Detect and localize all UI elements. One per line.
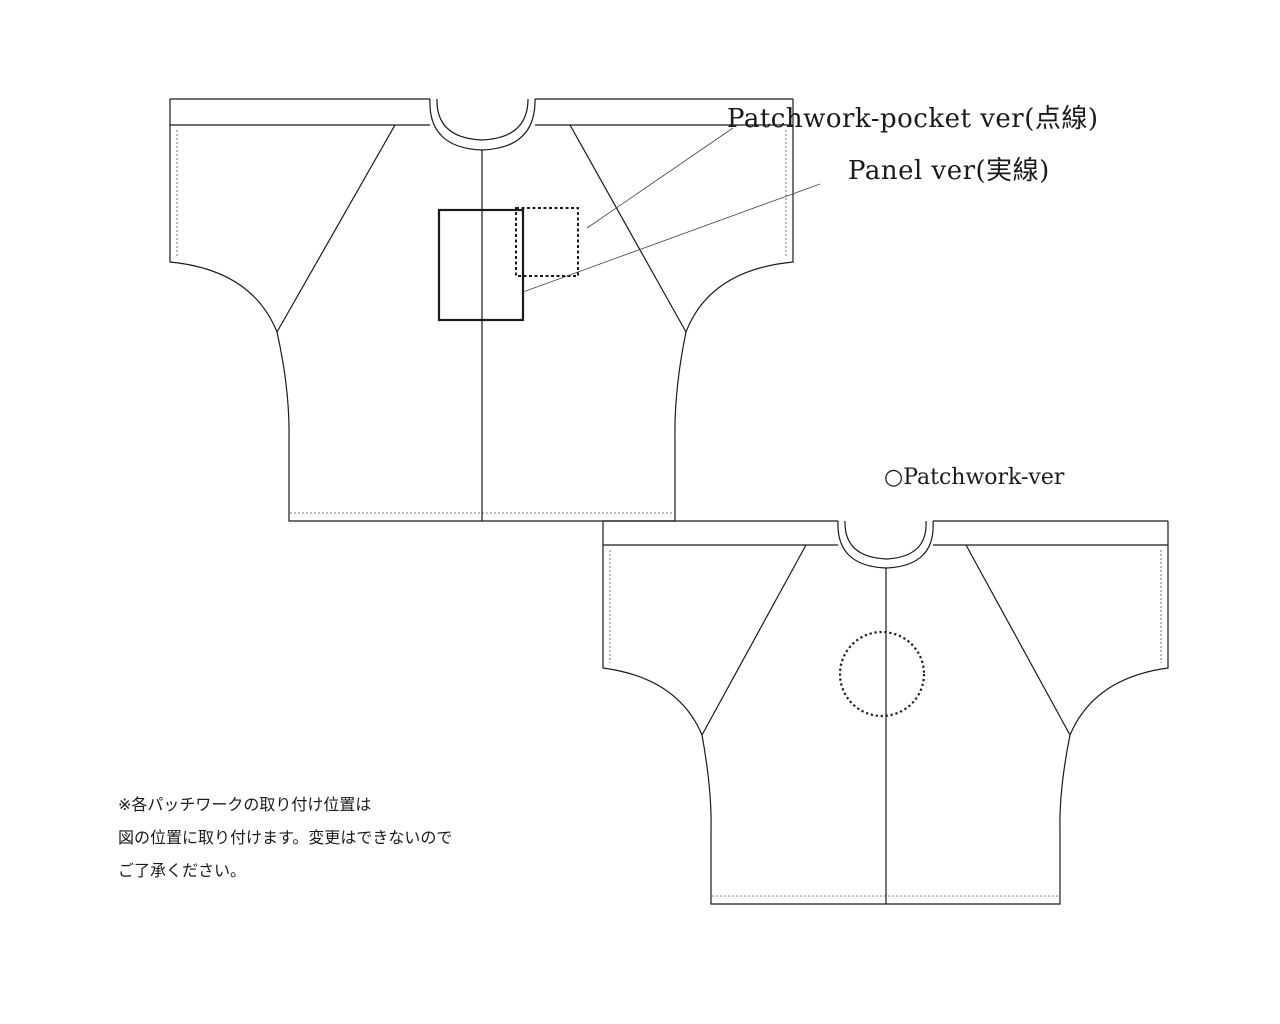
label-panel: Panel ver(実線) — [848, 156, 1050, 186]
bottom-garment — [602, 520, 1169, 905]
top-raglan-right — [569, 124, 687, 333]
note-line-2: 図の位置に取り付けます。変更はできないので — [118, 828, 453, 847]
label-patchwork-ver: ○Patchwork-ver — [884, 465, 1065, 490]
patchwork-circle — [838, 630, 926, 718]
bottom-shoulder-band — [602, 520, 1169, 546]
bottom-neckline-inner — [844, 520, 927, 560]
top-neckline-inner — [436, 98, 529, 141]
panel-rect — [437, 208, 525, 322]
note-line-3: ご了承ください。 — [118, 861, 247, 880]
placement-note: ※各パッチワークの取り付け位置は 図の位置に取り付けます。変更はできないので ご… — [118, 788, 452, 887]
patchwork-pocket-rect — [515, 207, 579, 277]
top-raglan-left — [276, 124, 396, 333]
leader-line-panel — [522, 183, 821, 293]
top-shoulder-band — [169, 98, 794, 126]
bottom-neckline-outer — [837, 520, 934, 569]
label-patchwork-pocket: Patchwork-pocket ver(点線) — [727, 104, 1099, 134]
note-line-1: ※各パッチワークの取り付け位置は — [118, 795, 372, 814]
leader-line-patchwork-pocket — [586, 127, 734, 229]
bottom-raglan-right — [965, 544, 1071, 736]
top-neckline-outer — [429, 98, 536, 151]
bottom-raglan-left — [701, 544, 807, 736]
top-garment — [169, 98, 821, 522]
